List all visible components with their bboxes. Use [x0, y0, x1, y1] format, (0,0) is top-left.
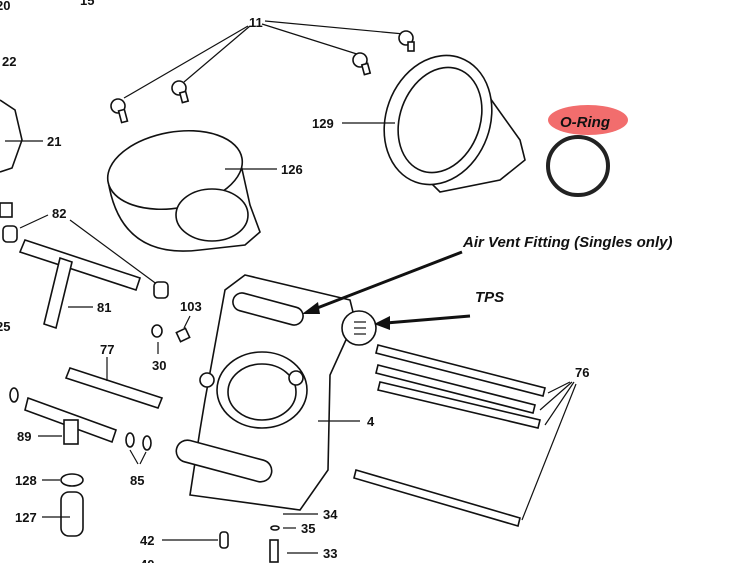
label-77: 77	[100, 342, 114, 357]
label-22: 22	[2, 54, 16, 69]
callout-arrows	[302, 250, 471, 330]
o-ring-part	[546, 105, 628, 197]
left-parts	[0, 99, 191, 537]
label-126: 126	[281, 162, 303, 177]
part-4-carburetor-body	[175, 274, 360, 511]
label-25: 25	[0, 319, 10, 334]
label-76: 76	[575, 365, 589, 380]
label-21: 21	[47, 134, 61, 149]
o-ring-highlight	[548, 105, 628, 135]
label-129: 129	[312, 116, 334, 131]
o-ring-callout: O-Ring	[560, 114, 610, 131]
label-42: 42	[140, 533, 154, 548]
label-4: 4	[367, 414, 375, 429]
label-89: 89	[17, 429, 31, 444]
label-33: 33	[323, 546, 337, 561]
label-103: 103	[180, 299, 202, 314]
part-129-intake-adapter	[342, 54, 526, 193]
label-82: 82	[52, 206, 66, 221]
tps-callout: TPS	[475, 289, 504, 306]
label-40: 40	[140, 557, 154, 563]
label-34: 34	[323, 507, 338, 522]
label-128: 128	[15, 473, 37, 488]
label-127: 127	[15, 510, 37, 525]
label-20: 20	[0, 0, 10, 13]
label-30: 30	[152, 358, 166, 373]
label-11: 11	[249, 15, 263, 30]
screw-parts	[110, 20, 415, 124]
part-126-air-horn	[106, 129, 277, 252]
label-35: 35	[301, 521, 315, 536]
tps-sensor-part	[341, 310, 377, 346]
part-76-bolts	[353, 344, 577, 528]
label-85: 85	[130, 473, 144, 488]
bottom-parts	[162, 513, 318, 563]
label-15: 15	[80, 0, 94, 8]
air-vent-callout: Air Vent Fitting (Singles only)	[462, 234, 672, 251]
label-81: 81	[97, 300, 111, 315]
